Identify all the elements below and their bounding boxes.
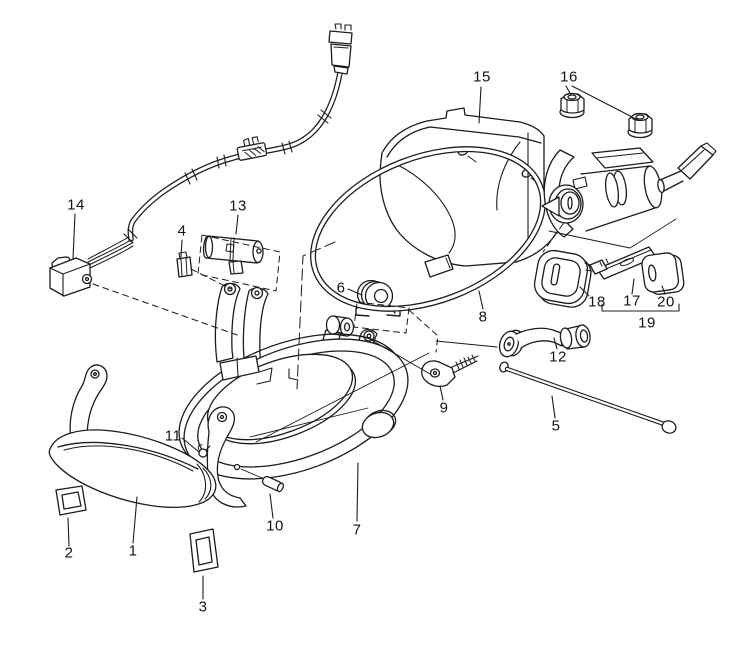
callout-16: 16 <box>560 68 578 86</box>
torsion-spring-6 <box>355 279 401 317</box>
group-bracket-19 <box>601 303 680 312</box>
callout-17: 17 <box>623 292 641 310</box>
callout-8: 8 <box>478 308 488 326</box>
flange-nuts-16 <box>559 92 653 139</box>
lock-lever-12 <box>498 324 591 358</box>
screw-9 <box>421 354 479 388</box>
callout-11: 11 <box>164 427 182 445</box>
callout-leaders <box>67 85 680 600</box>
callout-13: 13 <box>229 197 247 215</box>
frame-lever-arms <box>214 282 269 369</box>
callout-12: 12 <box>549 348 567 366</box>
pin-10 <box>261 475 284 493</box>
dashed-lines <box>92 223 564 390</box>
connector-plug <box>328 23 353 75</box>
seal-ring-8 <box>310 146 546 312</box>
gasket-2 <box>55 485 87 516</box>
callout-3: 3 <box>198 598 208 616</box>
callout-2: 2 <box>64 544 74 562</box>
callout-4: 4 <box>177 222 187 240</box>
handle-frame-7 <box>178 333 409 480</box>
wiring-harness <box>87 23 353 269</box>
callout-18: 18 <box>588 293 606 311</box>
outer-handle-1 <box>48 364 284 508</box>
mounting-bracket-15 <box>379 107 561 267</box>
callout-20: 20 <box>657 293 675 311</box>
callout-10: 10 <box>266 517 284 535</box>
callout-19: 19 <box>638 314 656 332</box>
damper-13 <box>202 235 264 275</box>
spring-clip-11 <box>197 444 211 458</box>
key-cap-18 <box>533 249 592 308</box>
callout-1: 1 <box>128 542 138 560</box>
gasket-3 <box>189 528 219 573</box>
callout-9: 9 <box>439 399 449 417</box>
actuating-rod-5 <box>499 361 677 434</box>
callout-15: 15 <box>473 68 491 86</box>
key-blade <box>677 145 714 180</box>
retaining-clip-4 <box>176 251 193 278</box>
cable-clip <box>236 136 268 161</box>
lock-cylinder-assembly <box>541 142 717 238</box>
callout-7: 7 <box>352 521 362 539</box>
callout-6: 6 <box>336 279 346 297</box>
assembly-lines <box>240 218 677 479</box>
key-cover-20 <box>641 252 685 295</box>
micro-switch <box>49 256 93 297</box>
direction-arrow <box>541 196 560 217</box>
callout-5: 5 <box>551 417 561 435</box>
callout-14: 14 <box>67 196 85 214</box>
